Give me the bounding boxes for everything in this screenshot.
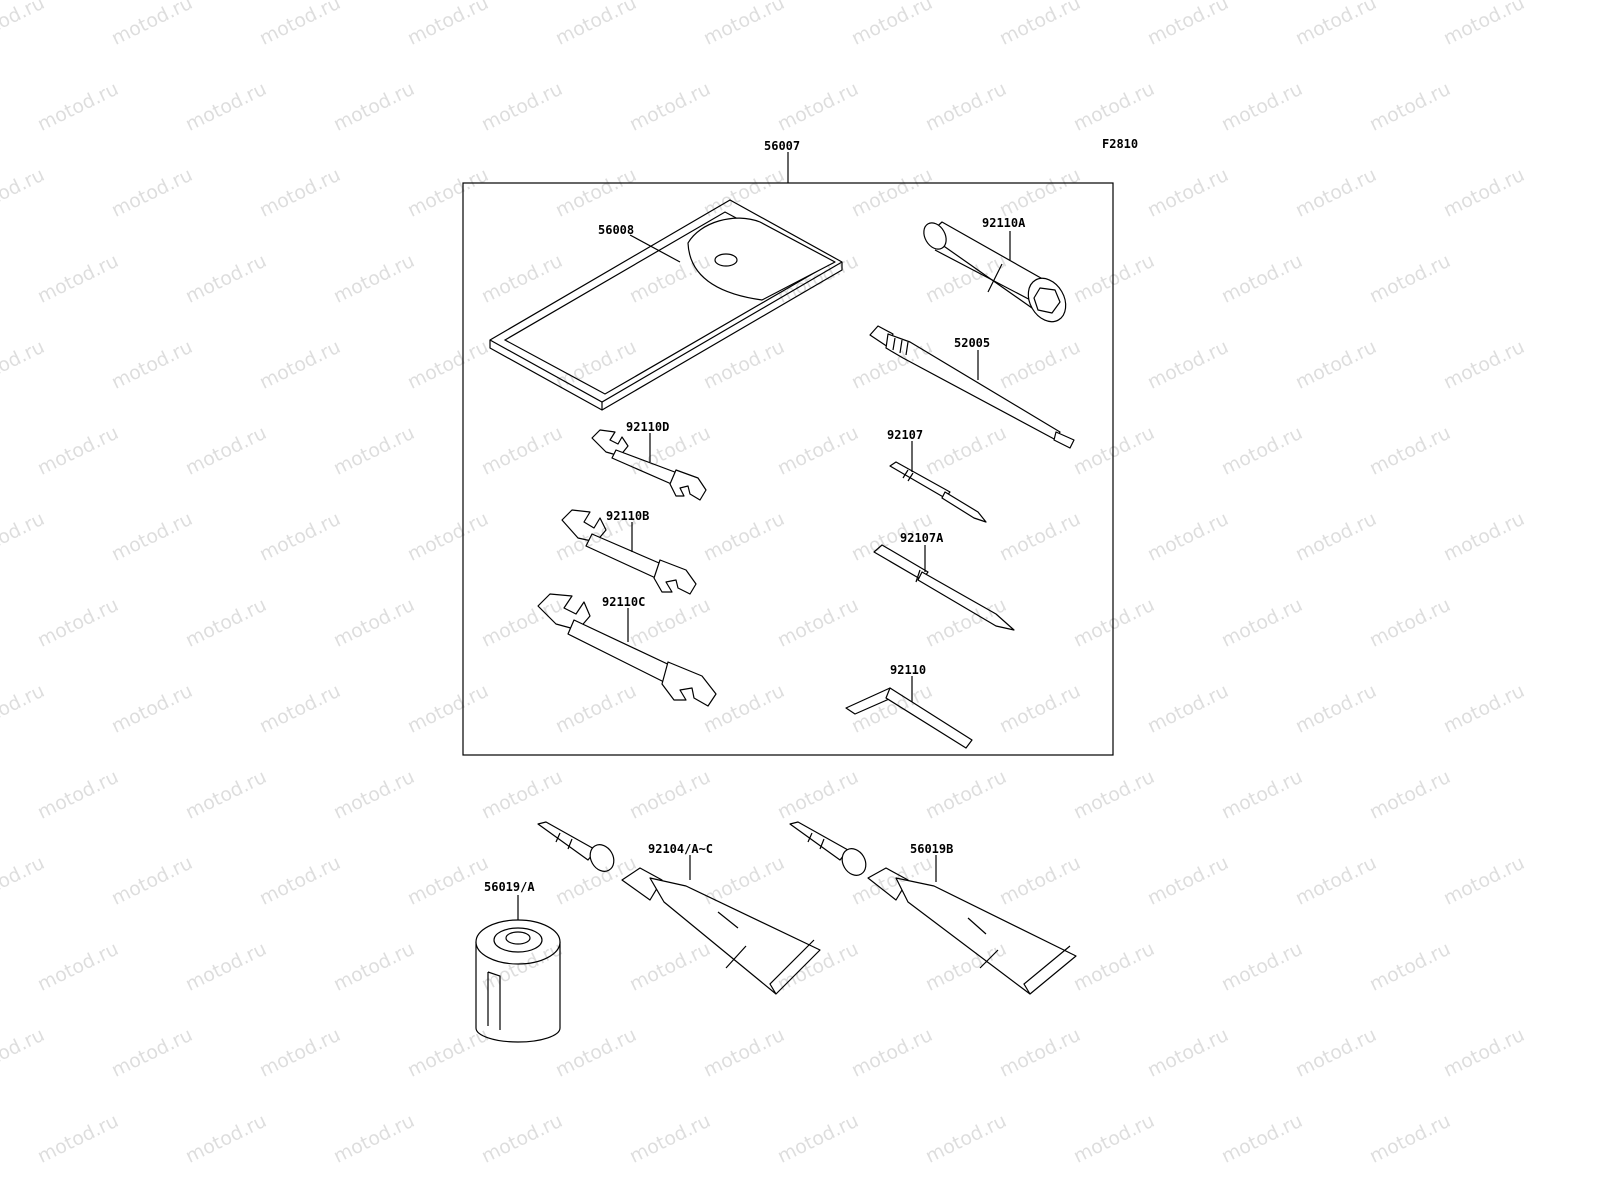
label-plug-wrench: 92110A <box>982 216 1026 230</box>
leader-pouch <box>629 234 681 263</box>
tool-pouch <box>489 199 843 411</box>
hex-key <box>845 687 973 749</box>
label-handle: 52005 <box>954 336 990 350</box>
screwdriver-bit <box>889 461 987 523</box>
label-driver-a: 92107A <box>900 531 944 545</box>
screwdriver-handle <box>869 325 1075 449</box>
screwdriver-combination <box>873 544 1015 631</box>
wrench-large <box>537 593 717 707</box>
label-driver: 92107 <box>887 428 923 442</box>
label-hex-key: 92110 <box>890 663 926 677</box>
label-tube-2: 56019B <box>910 842 953 856</box>
grease-can <box>475 919 561 1043</box>
label-kit: 56007 <box>764 139 800 153</box>
label-grease-can: 56019/A <box>484 880 535 894</box>
spark-plug-wrench <box>923 221 1067 323</box>
label-tube-1: 92104/A~C <box>648 842 713 856</box>
label-wrench-b: 92110B <box>606 509 649 523</box>
wrench-small <box>591 429 707 501</box>
label-pouch: 56008 <box>598 223 634 237</box>
label-wrench-c: 92110C <box>602 595 645 609</box>
wrench-medium <box>561 509 697 595</box>
figure-code: F2810 <box>1102 137 1138 151</box>
label-wrench-d: 92110D <box>626 420 669 434</box>
sealant-tube-2 <box>789 821 1077 995</box>
sealant-tube-1 <box>537 821 821 995</box>
